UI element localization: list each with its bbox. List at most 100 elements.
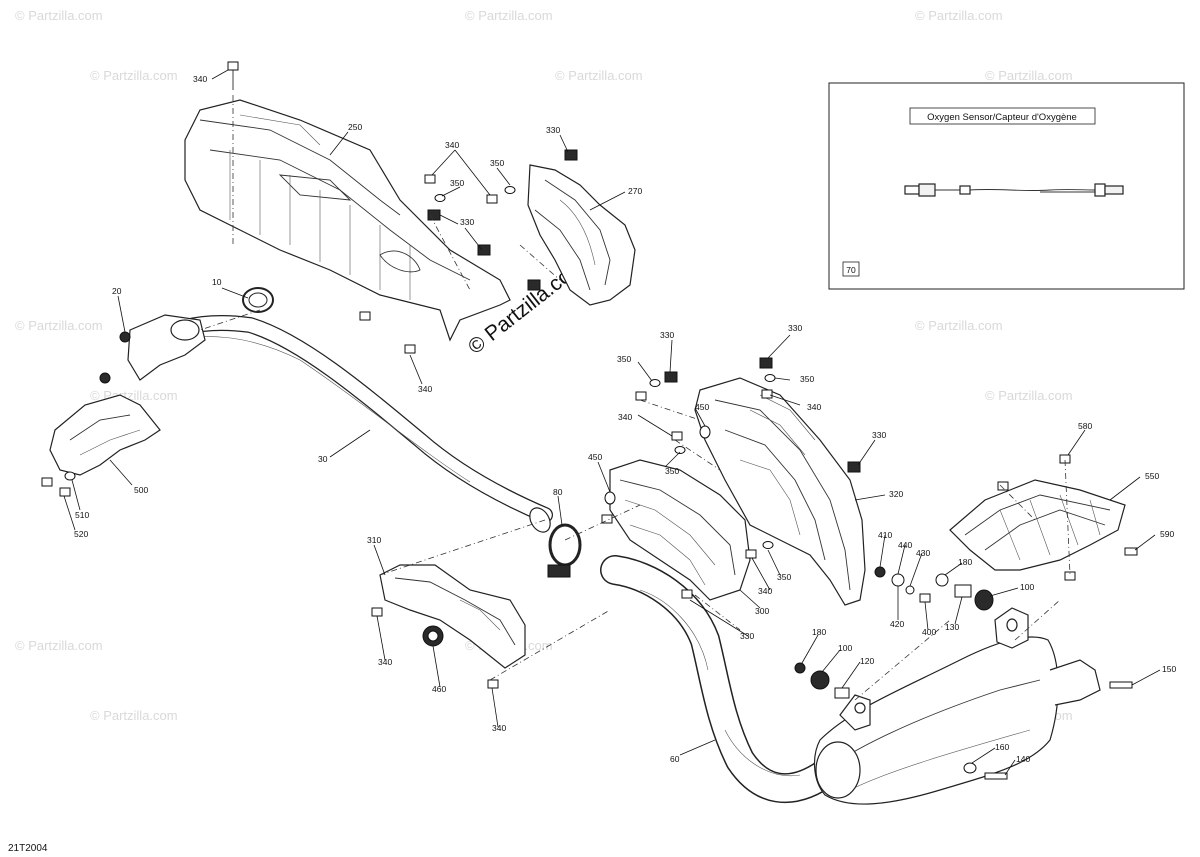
bolt-icon xyxy=(359,311,371,321)
watermark: © Partzilla.com xyxy=(915,8,1003,23)
callout-label[interactable]: 150 xyxy=(1162,664,1176,674)
washer-icon xyxy=(935,573,949,587)
callout-label[interactable]: 440 xyxy=(898,540,912,550)
callout-label[interactable]: 130 xyxy=(945,622,959,632)
callout-label[interactable]: 590 xyxy=(1160,529,1174,539)
callout-label[interactable]: 400 xyxy=(922,627,936,637)
callout-label[interactable]: 180 xyxy=(958,557,972,567)
callout-label[interactable]: 350 xyxy=(665,466,679,476)
bolt-icon xyxy=(404,344,416,354)
callout-label[interactable]: 350 xyxy=(800,374,814,384)
callout-label[interactable]: 520 xyxy=(74,529,88,539)
callout-label[interactable]: 340 xyxy=(445,140,459,150)
callout-label[interactable]: 460 xyxy=(432,684,446,694)
heat-shield-550[interactable] xyxy=(949,479,1126,571)
callout-label[interactable]: 140 xyxy=(1016,754,1030,764)
callout-label[interactable]: 500 xyxy=(134,485,148,495)
bolt-icon xyxy=(487,679,499,689)
bolt-icon xyxy=(761,389,773,399)
heat-shield-250[interactable] xyxy=(184,99,511,342)
hardware-group xyxy=(41,61,1138,780)
muffler-pipe-60[interactable] xyxy=(600,555,845,803)
leader-lines xyxy=(63,69,1161,776)
callout-label[interactable]: 330 xyxy=(660,330,674,340)
heat-shield-500[interactable] xyxy=(49,394,161,476)
callout-label[interactable]: 20 xyxy=(112,286,122,296)
watermark: © Partzilla.com xyxy=(985,68,1073,83)
bracket-310[interactable] xyxy=(379,564,526,669)
callout-label[interactable]: 340 xyxy=(618,412,632,422)
clamp-80[interactable] xyxy=(547,523,582,578)
bolt-icon xyxy=(681,589,693,599)
nut-icon xyxy=(794,662,806,674)
callout-label[interactable]: 340 xyxy=(492,723,506,733)
callout-label[interactable]: 320 xyxy=(889,489,903,499)
callout-label[interactable]: 160 xyxy=(995,742,1009,752)
heat-shield-270[interactable] xyxy=(527,164,636,306)
callout-label[interactable]: 100 xyxy=(1020,582,1034,592)
callout-label[interactable]: 340 xyxy=(807,402,821,412)
gasket-10[interactable] xyxy=(242,287,274,313)
callout-label[interactable]: 80 xyxy=(553,487,563,497)
washer-icon xyxy=(649,379,661,387)
callout-label[interactable]: 510 xyxy=(75,510,89,520)
washer-icon xyxy=(764,374,776,382)
nut-icon xyxy=(874,566,886,578)
bolt-icon xyxy=(227,61,239,71)
callout-label[interactable]: 350 xyxy=(450,178,464,188)
callout-label[interactable]: 270 xyxy=(628,186,642,196)
watermark: © Partzilla.com xyxy=(90,68,178,83)
inset-title: Oxygen Sensor/Capteur d'Oxygène xyxy=(927,112,1077,123)
callout-label[interactable]: 340 xyxy=(378,657,392,667)
callout-label[interactable]: 340 xyxy=(193,74,207,84)
callout-label[interactable]: 350 xyxy=(777,572,791,582)
nut-icon xyxy=(119,331,131,343)
spacer-icon xyxy=(954,584,972,598)
callout-label[interactable]: 340 xyxy=(418,384,432,394)
spacer-icon xyxy=(905,585,915,595)
muffler[interactable] xyxy=(814,607,1101,805)
callout-label[interactable]: 550 xyxy=(1145,471,1159,481)
callout-label[interactable]: 330 xyxy=(872,430,886,440)
heat-shield-320[interactable] xyxy=(694,377,866,606)
callout-label[interactable]: 580 xyxy=(1078,421,1092,431)
washer-icon xyxy=(891,573,905,587)
callout-label[interactable]: 340 xyxy=(758,586,772,596)
callout-label[interactable]: 350 xyxy=(490,158,504,168)
exhaust-pipe-30[interactable] xyxy=(127,314,554,536)
bolt-icon xyxy=(41,477,53,487)
callout-label[interactable]: 430 xyxy=(916,548,930,558)
callout-label[interactable]: 100 xyxy=(838,643,852,653)
grommet-icon xyxy=(427,630,439,642)
callout-label[interactable]: 330 xyxy=(460,217,474,227)
callout-label[interactable]: 450 xyxy=(588,452,602,462)
watermark: © Partzilla.com xyxy=(985,388,1073,403)
grommet-icon xyxy=(810,670,830,690)
callout-label[interactable]: 420 xyxy=(890,619,904,629)
callout-label[interactable]: 350 xyxy=(617,354,631,364)
callout-label[interactable]: 300 xyxy=(755,606,769,616)
callout-label[interactable]: 330 xyxy=(788,323,802,333)
washer-icon xyxy=(434,194,446,202)
callout-label[interactable]: 310 xyxy=(367,535,381,545)
callout-label[interactable]: 180 xyxy=(812,627,826,637)
callout-label[interactable]: 410 xyxy=(878,530,892,540)
bolt-icon xyxy=(1064,571,1076,581)
callout-label[interactable]: 30 xyxy=(318,454,328,464)
watermark: © Partzilla.com xyxy=(555,68,643,83)
watermark: © Partzilla.com xyxy=(15,638,103,653)
callout-label[interactable]: 450 xyxy=(695,402,709,412)
callout-label[interactable]: 60 xyxy=(670,754,680,764)
callout-label[interactable]: 120 xyxy=(860,656,874,666)
callout-label[interactable]: 250 xyxy=(348,122,362,132)
inset-part-number: 70 xyxy=(846,265,856,275)
callout-label[interactable]: 330 xyxy=(546,125,560,135)
clip-nut-icon xyxy=(847,461,861,473)
bolt-icon xyxy=(59,487,71,497)
callout-label[interactable]: 10 xyxy=(212,277,222,287)
grommet-icon xyxy=(974,589,994,611)
watermark: © Partzilla.com xyxy=(15,318,103,333)
oxygen-sensor-inset[interactable]: Oxygen Sensor/Capteur d'Oxygène 70 xyxy=(828,82,1185,290)
callout-label[interactable]: 330 xyxy=(740,631,754,641)
